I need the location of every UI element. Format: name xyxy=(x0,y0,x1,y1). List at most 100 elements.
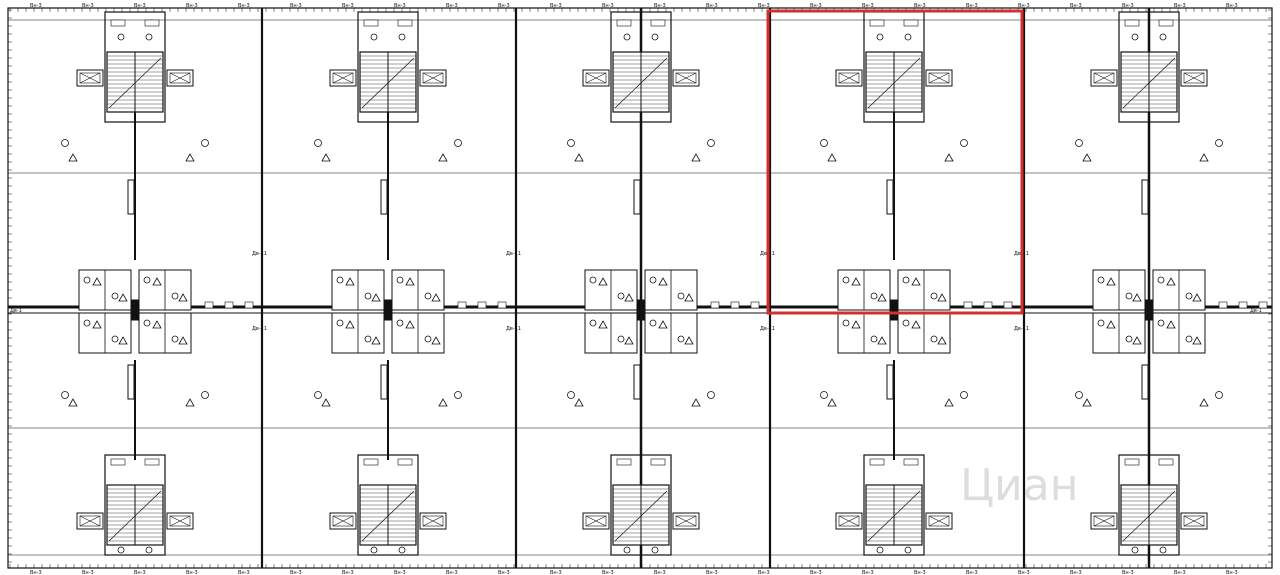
unit-4 xyxy=(820,11,1013,556)
elevator-icon xyxy=(1183,72,1205,84)
stair-icon xyxy=(108,57,162,109)
grid-mark-bottom: Вн-3 xyxy=(706,570,718,575)
door-tag xyxy=(1124,458,1140,466)
vent-tag xyxy=(1238,301,1248,309)
fire-hose-icon xyxy=(677,292,685,300)
stair-shaft xyxy=(104,11,166,123)
extinguisher-icon xyxy=(345,277,355,286)
door-tag xyxy=(650,19,666,27)
fire-hose-icon xyxy=(567,139,575,147)
grid-mark-bottom: Вн-3 xyxy=(1018,570,1030,575)
fire-hose-icon xyxy=(398,33,406,41)
extinguisher-icon xyxy=(574,398,584,407)
extinguisher-icon xyxy=(1082,153,1092,162)
wc-block xyxy=(331,269,445,354)
fire-hose-icon xyxy=(904,546,912,554)
door-tag-label: Дв-11 xyxy=(506,251,521,257)
fire-hose-icon xyxy=(1097,276,1105,284)
fire-hose-icon xyxy=(1097,319,1105,327)
fire-hose-icon xyxy=(960,391,968,399)
extinguisher-icon xyxy=(1132,293,1142,302)
grid-mark-top: Вн-3 xyxy=(186,3,198,9)
fire-hose-icon xyxy=(171,335,179,343)
grid-mark-bottom: Вн-3 xyxy=(82,570,94,575)
fire-hose-icon xyxy=(1185,292,1193,300)
stair-core xyxy=(1090,11,1208,123)
stair-shaft xyxy=(1118,454,1180,556)
elevator-icon xyxy=(838,72,860,84)
unit-1 xyxy=(61,11,254,556)
fire-hose-icon xyxy=(117,546,125,554)
grid-mark-bottom: Вн-3 xyxy=(186,570,198,575)
elevator-icon xyxy=(169,72,191,84)
grid-mark-bottom: Вн-3 xyxy=(1070,570,1082,575)
extinguisher-icon xyxy=(827,398,837,407)
grid-mark-bottom: Вн-3 xyxy=(654,570,666,575)
fire-hose-icon xyxy=(1075,139,1083,147)
grid-mark-top: Вн-3 xyxy=(498,3,510,9)
grid-mark-bottom: Вн-3 xyxy=(134,570,146,575)
wc-block xyxy=(78,269,192,354)
vent-tag xyxy=(457,301,467,309)
extinguisher-icon xyxy=(598,277,608,286)
fire-hose-icon xyxy=(171,292,179,300)
column-icon xyxy=(380,179,388,215)
extinguisher-icon xyxy=(431,293,441,302)
elevator-icon xyxy=(675,72,697,84)
fire-hose-icon xyxy=(623,546,631,554)
elevator-icon xyxy=(332,515,354,527)
column-icon xyxy=(130,299,140,321)
extinguisher-icon xyxy=(185,398,195,407)
door-tag xyxy=(1158,19,1174,27)
extinguisher-icon xyxy=(658,277,668,286)
grid-mark-top: Вн-3 xyxy=(966,3,978,9)
stair-core xyxy=(582,11,700,123)
fire-hose-icon xyxy=(454,391,462,399)
elevator-icon xyxy=(1183,72,1205,84)
elevator-icon xyxy=(1183,515,1205,527)
fire-hose-icon xyxy=(1159,33,1167,41)
stair-icon xyxy=(361,490,415,542)
door-tag xyxy=(650,458,666,466)
fire-hose-icon xyxy=(424,335,432,343)
grid-mark-bottom: Вн-3 xyxy=(394,570,406,575)
column-icon xyxy=(1141,364,1149,400)
extinguisher-icon xyxy=(598,320,608,329)
extinguisher-icon xyxy=(1192,336,1202,345)
extinguisher-icon xyxy=(574,153,584,162)
fire-hose-icon xyxy=(589,276,597,284)
door-tag xyxy=(363,458,379,466)
extinguisher-icon xyxy=(658,320,668,329)
extinguisher-icon xyxy=(911,277,921,286)
elevator-icon xyxy=(332,72,354,84)
grid-mark-top: Вн-3 xyxy=(654,3,666,9)
extinguisher-icon xyxy=(1106,277,1116,286)
grid-mark-top: Вн-3 xyxy=(394,3,406,9)
extinguisher-icon xyxy=(937,293,947,302)
extinguisher-icon xyxy=(624,293,634,302)
fire-hose-icon xyxy=(651,33,659,41)
elevator-icon xyxy=(422,72,444,84)
elevator-icon xyxy=(838,515,860,527)
grid-mark-top: Вн-3 xyxy=(1122,3,1134,9)
fire-hose-icon xyxy=(336,276,344,284)
grid-mark-bottom: Вн-3 xyxy=(342,570,354,575)
grid-mark-top: Вн-3 xyxy=(82,3,94,9)
door-tag-label: Дв-1 xyxy=(10,308,22,314)
column-icon xyxy=(1144,299,1154,321)
door-tag xyxy=(110,458,126,466)
extinguisher-icon xyxy=(321,398,331,407)
extinguisher-icon xyxy=(178,336,188,345)
extinguisher-icon xyxy=(684,293,694,302)
elevator-icon xyxy=(422,515,444,527)
fire-hose-icon xyxy=(145,33,153,41)
fire-hose-icon xyxy=(1159,546,1167,554)
stair-shaft xyxy=(104,454,166,556)
elevator-icon xyxy=(928,515,950,527)
elevator-icon xyxy=(79,72,101,84)
fire-hose-icon xyxy=(111,335,119,343)
door-tag-label: Дв-11 xyxy=(252,326,267,332)
extinguisher-icon xyxy=(345,320,355,329)
extinguisher-icon xyxy=(944,153,954,162)
